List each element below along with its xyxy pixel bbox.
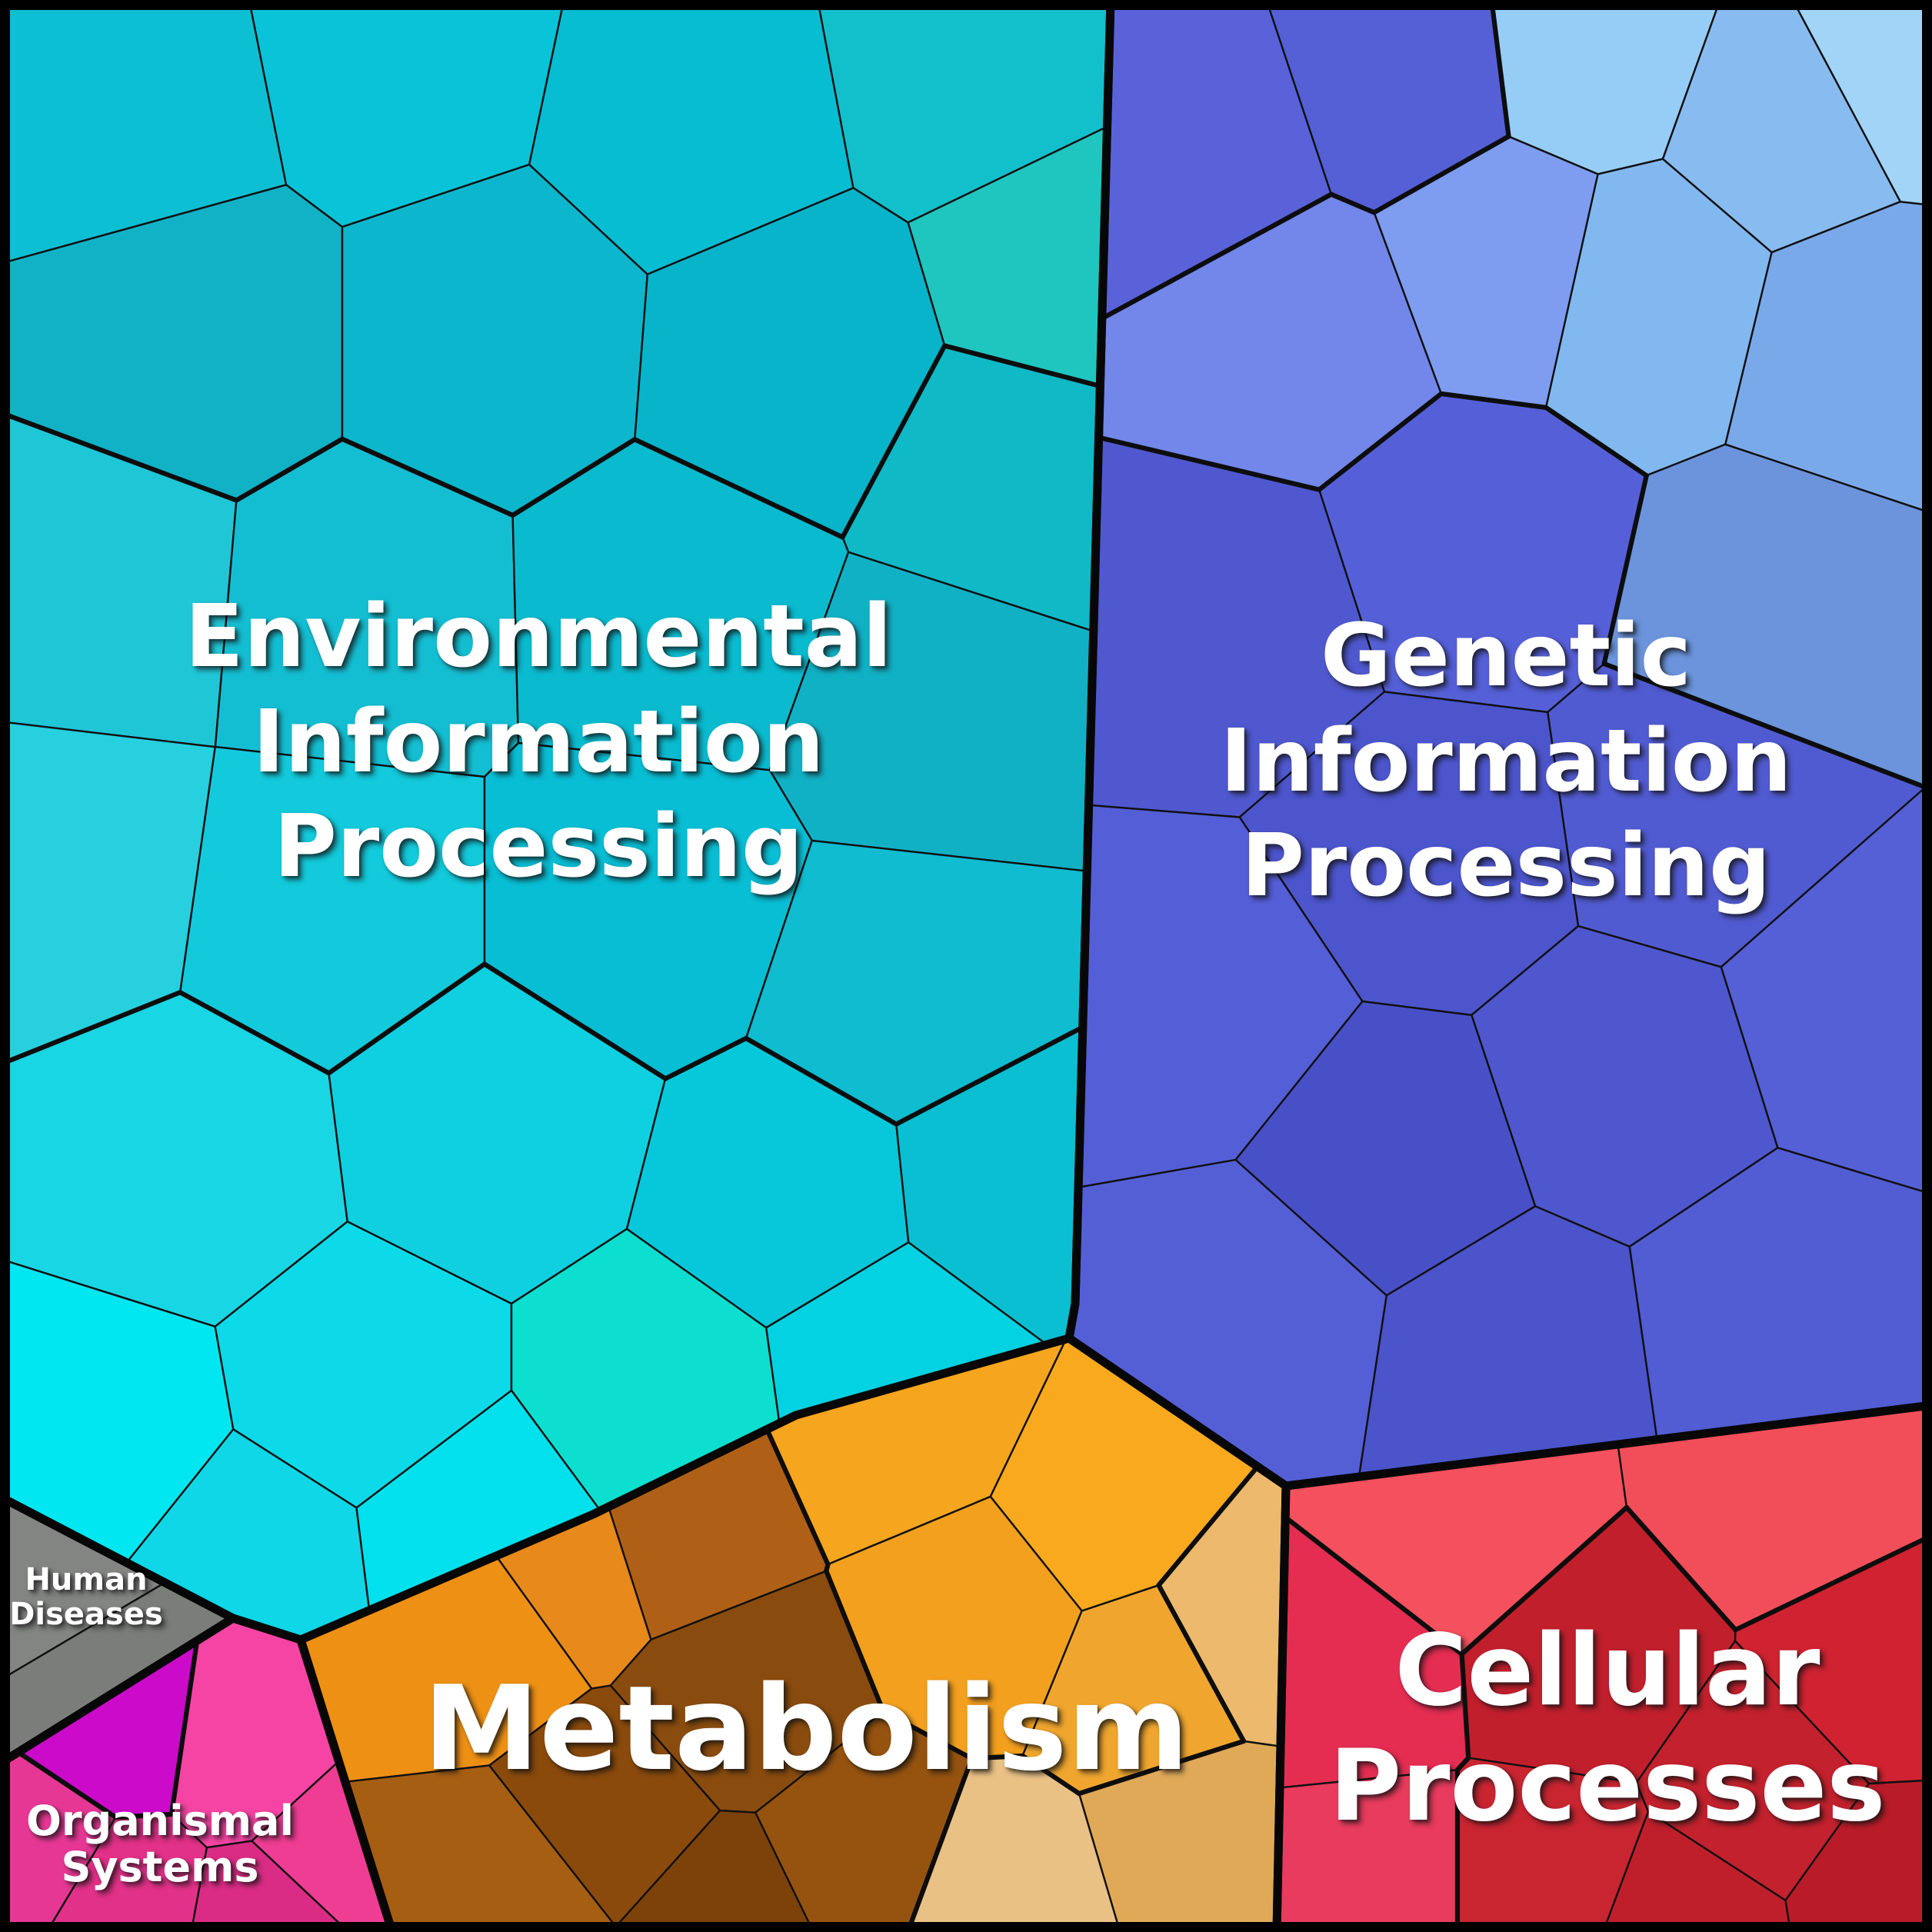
- subgroup-border-environmental-information-processing: [0, 990, 183, 1068]
- subgroup-border-metabolism: [881, 1709, 974, 1761]
- subgroup-border-metabolism: [764, 1427, 831, 1567]
- subgroup-border-genetic-information-processing: [1543, 405, 1649, 478]
- subgroup-border-metabolism: [1020, 1753, 1082, 1797]
- subgroup-border-metabolism: [969, 1753, 1025, 1761]
- subgroup-border-environmental-information-processing: [0, 410, 239, 503]
- subgroup-border-metabolism: [1156, 1464, 1261, 1588]
- cell-genetic-information-processing[interactable]: [1791, 0, 1932, 207]
- subgroup-border-environmental-information-processing: [234, 436, 345, 503]
- subgroup-border-organismal-systems: [15, 1750, 118, 1820]
- cell-metabolism[interactable]: [615, 1809, 814, 1932]
- subgroup-border-metabolism: [905, 1756, 974, 1932]
- subgroup-border-cellular-processes: [1283, 1514, 1464, 1657]
- subgroup-border-environmental-information-processing: [663, 1035, 749, 1081]
- cell-organismal-systems[interactable]: [190, 1840, 350, 1932]
- subgroup-border-cellular-processes: [1459, 1504, 1630, 1657]
- subgroup-border-cellular-processes: [1624, 1504, 1738, 1633]
- subgroup-border-organismal-systems: [168, 1638, 200, 1817]
- subgroup-border-organismal-systems: [113, 1811, 175, 1820]
- subgroup-border-genetic-information-processing: [1328, 192, 1377, 215]
- subgroup-border-environmental-information-processing: [632, 437, 845, 540]
- subgroup-border-metabolism: [824, 1568, 886, 1714]
- subgroup-border-cellular-processes: [1733, 1533, 1932, 1633]
- subgroup-border-environmental-information-processing: [481, 961, 668, 1081]
- cell-genetic-information-processing[interactable]: [1724, 201, 1932, 515]
- region-outline-organismal-systems: [0, 1614, 397, 1932]
- subgroup-border-metabolism: [1076, 1738, 1247, 1797]
- subgroup-border-cellular-processes: [1459, 1651, 1471, 1760]
- subgroup-border-environmental-information-processing: [510, 437, 638, 518]
- region-outline-cellular-processes: [1272, 1401, 1932, 1932]
- subgroup-border-genetic-information-processing: [1601, 473, 1649, 667]
- subgroup-border-environmental-information-processing: [339, 436, 515, 518]
- cell-cellular-processes[interactable]: [1602, 1810, 1792, 1932]
- subgroup-border-genetic-information-processing: [1489, 0, 1511, 139]
- subgroup-border-genetic-information-processing: [1371, 134, 1511, 215]
- subgroup-border-genetic-information-processing: [1096, 435, 1322, 492]
- subgroup-border-environmental-information-processing: [326, 961, 488, 1076]
- subgroup-border-genetic-information-processing: [1438, 391, 1549, 410]
- subgroup-border-environmental-information-processing: [942, 343, 1103, 389]
- subgroup-border-genetic-information-processing: [1601, 661, 1928, 790]
- subgroup-border-genetic-information-processing: [1099, 192, 1334, 321]
- subgroup-border-environmental-information-processing: [840, 343, 948, 540]
- cell-cellular-processes[interactable]: [1275, 1769, 1459, 1932]
- subgroup-border-cellular-processes: [1454, 1755, 1471, 1773]
- subgroup-border-genetic-information-processing: [1317, 391, 1444, 492]
- subgroup-border-metabolism: [1156, 1583, 1247, 1744]
- subgroup-border-environmental-information-processing: [178, 990, 331, 1076]
- subgroup-border-environmental-information-processing: [743, 1035, 899, 1127]
- subgroup-border-environmental-information-processing: [894, 1024, 1085, 1127]
